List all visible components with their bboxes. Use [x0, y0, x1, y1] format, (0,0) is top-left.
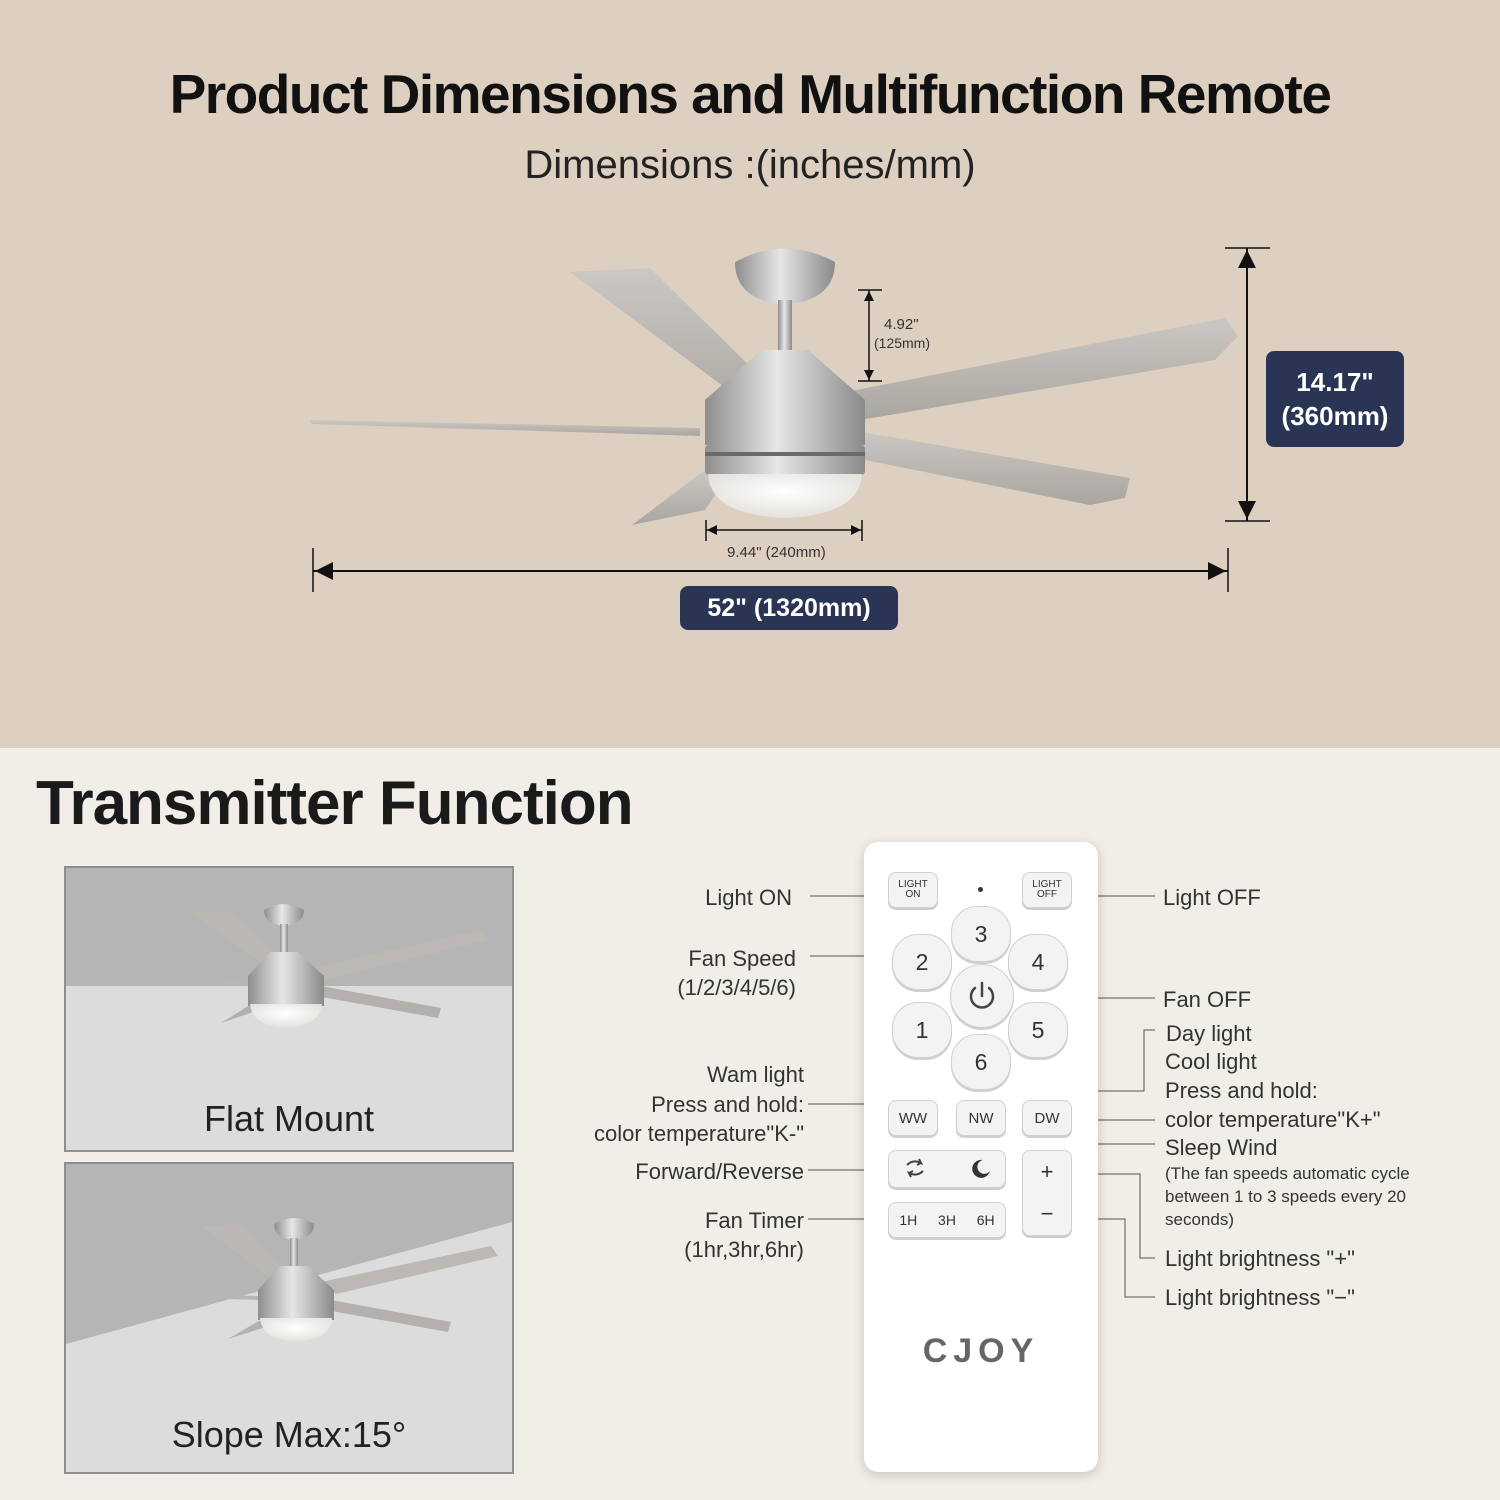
label-fan-speed: Fan Speed — [688, 946, 796, 971]
forward-reverse-button[interactable] — [903, 1157, 927, 1183]
label-warm-light: Wam light — [707, 1062, 804, 1087]
brightness-plus-button[interactable]: + — [1040, 1159, 1054, 1184]
page-title: Product Dimensions and Multifunction Rem… — [169, 63, 1332, 125]
fan-blade — [815, 318, 1238, 420]
label-sleep-desc-3: seconds) — [1165, 1210, 1234, 1229]
speed-5-button[interactable]: 5 — [1008, 1002, 1068, 1058]
timer-bar: 1H 3H 6H — [888, 1202, 1006, 1238]
forward-reverse-sleep-bar — [888, 1150, 1006, 1188]
indicator-led — [978, 887, 983, 892]
ceiling-fan-illustration — [310, 247, 1270, 592]
label-cool-light: Cool light — [1165, 1049, 1257, 1074]
page-subtitle: Dimensions :(inches/mm) — [524, 143, 976, 187]
timer-3h-button[interactable]: 3H — [938, 1212, 956, 1228]
flat-mount-panel: Flat Mount — [64, 866, 514, 1152]
label-warm-kminus: color temperature"K-" — [593, 1121, 804, 1146]
fan-blade — [310, 420, 700, 436]
light-off-button[interactable]: LIGHT OFF — [1022, 872, 1072, 908]
moon-icon — [972, 1159, 990, 1178]
label-light-off: Light OFF — [1163, 885, 1261, 910]
brightness-rocker: + − — [1022, 1150, 1072, 1236]
slope-mount-caption: Slope Max:15° — [171, 1414, 407, 1455]
natural-light-button[interactable]: NW — [956, 1100, 1006, 1136]
brightness-minus-button[interactable]: − — [1040, 1201, 1054, 1226]
downrod-length: 4.92" — [884, 316, 919, 333]
label-light-on: Light ON — [705, 885, 792, 910]
remote-control: LIGHT ON LIGHT OFF 3 2 4 1 5 6 WW NW DW — [864, 842, 1098, 1472]
label-forward-reverse: Forward/Reverse — [635, 1159, 804, 1184]
power-icon — [969, 981, 995, 1009]
slope-mount-panel: Slope Max:15° — [64, 1162, 514, 1474]
day-light-button[interactable]: DW — [1022, 1100, 1072, 1136]
label-brightness-plus: Light brightness "+" — [1165, 1246, 1355, 1271]
timer-6h-button[interactable]: 6H — [976, 1212, 995, 1228]
label-fan-timer: Fan Timer — [704, 1208, 804, 1233]
label-sleep-wind: Sleep Wind — [1165, 1135, 1278, 1160]
label-fan-off: Fan OFF — [1163, 987, 1252, 1012]
brand-logo: CJOY — [922, 1332, 1040, 1370]
fan-light-kit — [708, 474, 862, 518]
label-fan-timer-values: (1hr,3hr,6hr) — [684, 1237, 804, 1262]
fan-blade — [632, 470, 725, 525]
downrod-length-mm: (125mm) — [874, 335, 931, 351]
slope-mount-illustration — [66, 1164, 512, 1472]
label-brightness-minus: Light brightness "−" — [1165, 1285, 1355, 1310]
label-day-light: Day light — [1166, 1021, 1252, 1046]
reverse-arrows-icon — [906, 1158, 924, 1178]
fan-motor — [705, 350, 865, 445]
sleep-wind-button[interactable] — [969, 1157, 993, 1185]
transmitter-title: Transmitter Function — [36, 769, 634, 838]
fan-blade — [840, 430, 1130, 505]
speed-2-button[interactable]: 2 — [892, 934, 952, 990]
flat-mount-caption: Flat Mount — [203, 1098, 375, 1139]
label-press-hold: Press and hold: — [1165, 1078, 1318, 1103]
fan-height-badge: 14.17" (360mm) — [1266, 351, 1404, 447]
label-kplus: color temperature"K+" — [1165, 1107, 1381, 1132]
label-warm-press: Press and hold: — [651, 1092, 804, 1117]
speed-6-button[interactable]: 6 — [951, 1034, 1011, 1090]
warm-light-button[interactable]: WW — [888, 1100, 938, 1136]
timer-1h-button[interactable]: 1H — [899, 1212, 918, 1228]
fan-height-in: 14.17" — [1296, 367, 1374, 397]
fan-height-mm: (360mm) — [1281, 401, 1389, 431]
light-kit-width: 9.44" (240mm) — [727, 544, 826, 561]
fan-canopy — [735, 248, 835, 305]
label-fan-speed-values: (1/2/3/4/5/6) — [677, 975, 796, 1000]
fan-downrod — [778, 300, 792, 355]
light-on-button[interactable]: LIGHT ON — [888, 872, 938, 908]
label-sleep-desc-1: (The fan speeds automatic cycle — [1165, 1164, 1410, 1183]
fan-width-badge: 52" (1320mm) — [680, 586, 898, 630]
label-sleep-desc-2: between 1 to 3 speeds every 20 — [1165, 1187, 1406, 1206]
speed-4-button[interactable]: 4 — [1008, 934, 1068, 990]
speed-1-button[interactable]: 1 — [892, 1002, 952, 1058]
speed-3-button[interactable]: 3 — [951, 906, 1011, 962]
fan-off-button[interactable] — [950, 964, 1014, 1028]
flat-mount-illustration — [66, 868, 512, 1150]
